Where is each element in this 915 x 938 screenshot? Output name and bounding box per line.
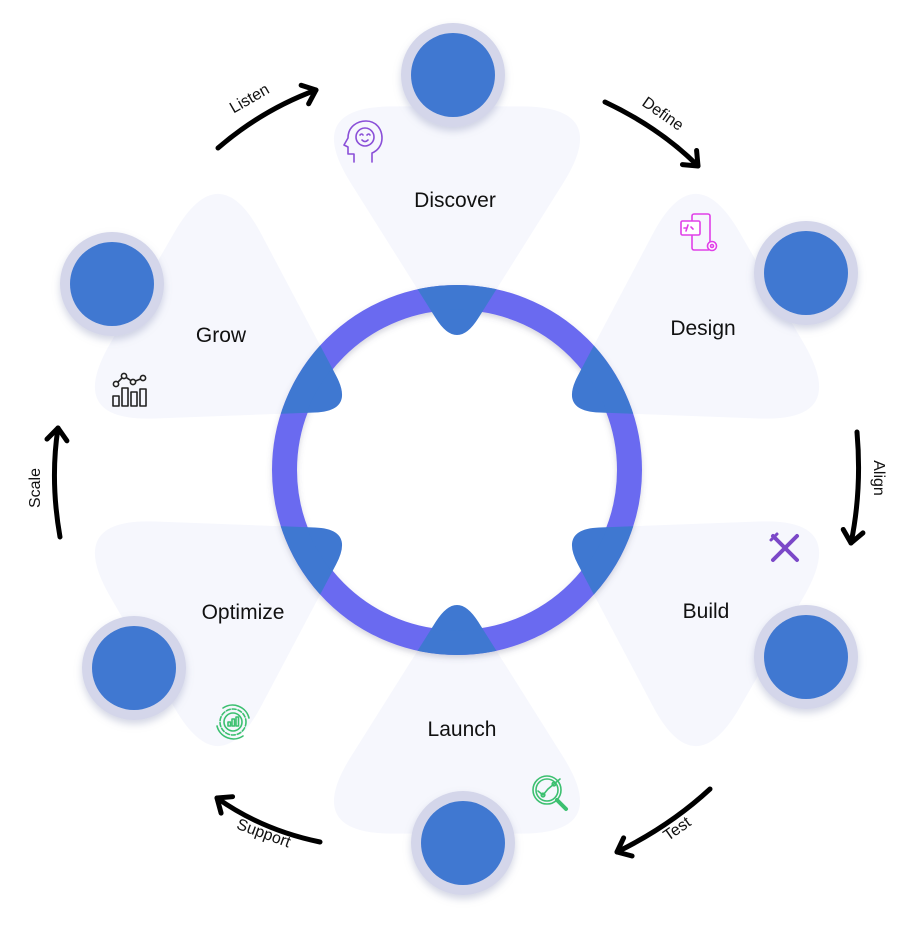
line-bar-chart-icon (112, 372, 147, 407)
arrow-shaft (848, 429, 862, 546)
arrow-discover-to-design: Define (602, 94, 701, 169)
wrench-screwdriver-icon (769, 532, 799, 562)
arrow-label-support: Support (234, 816, 293, 851)
arrowhead-icon (614, 835, 635, 859)
node-core (92, 626, 176, 710)
petal-launch (333, 604, 581, 834)
code-device-gear-icon (680, 213, 718, 252)
node-core (70, 242, 154, 326)
arrow-design-to-build: Align (840, 429, 887, 546)
petal-grow (94, 193, 343, 419)
arrow-label-align: Align (870, 460, 887, 496)
stage-label-design: Design (670, 317, 735, 340)
arrowhead-icon (44, 425, 70, 444)
arrow-label-define: Define (639, 94, 687, 135)
stage-label-optimize: Optimize (202, 601, 285, 624)
stage-label-launch: Launch (428, 718, 497, 741)
ring-track (272, 285, 642, 655)
arrow-grow-to-discover: Listen (215, 81, 319, 151)
arrow-label-scale: Scale (27, 468, 44, 508)
stage-label-grow: Grow (196, 324, 247, 347)
node-launch[interactable] (411, 791, 515, 895)
icon-layer (112, 120, 799, 811)
node-build[interactable] (754, 605, 858, 709)
arrowhead-icon (679, 147, 701, 169)
arrowhead-icon (298, 82, 319, 107)
arrow-optimize-to-grow: Scale (27, 425, 70, 540)
arrow-shaft (215, 87, 319, 151)
stage-label-discover: Discover (414, 189, 496, 212)
petal-optimize (94, 521, 343, 747)
petal-design (571, 193, 820, 419)
arrow-launch-to-optimize: Support (214, 794, 323, 852)
node-discover[interactable] (401, 23, 505, 127)
petal-build (571, 521, 820, 747)
head-smile-icon (343, 120, 383, 163)
arrowhead-icon (840, 526, 866, 546)
node-grow[interactable] (60, 232, 164, 336)
node-core (411, 33, 495, 117)
magnifier-chart-icon (532, 775, 568, 811)
node-core (764, 231, 848, 315)
node-layer (60, 23, 858, 895)
arrow-build-to-launch: Test (614, 786, 713, 859)
arrow-shaft (614, 786, 713, 855)
petal-discover (333, 106, 581, 336)
node-core (421, 801, 505, 885)
arrow-label-test: Test (661, 814, 695, 845)
arrow-shaft (51, 425, 63, 540)
node-optimize[interactable] (82, 616, 186, 720)
stage-label-build: Build (683, 600, 730, 623)
gear-chart-cycle-icon (216, 704, 250, 740)
arrow-shaft (602, 99, 701, 169)
arrow-shaft (214, 795, 323, 845)
node-design[interactable] (754, 221, 858, 325)
arrowhead-icon (214, 794, 236, 816)
node-core (764, 615, 848, 699)
petal-layer (94, 106, 820, 834)
